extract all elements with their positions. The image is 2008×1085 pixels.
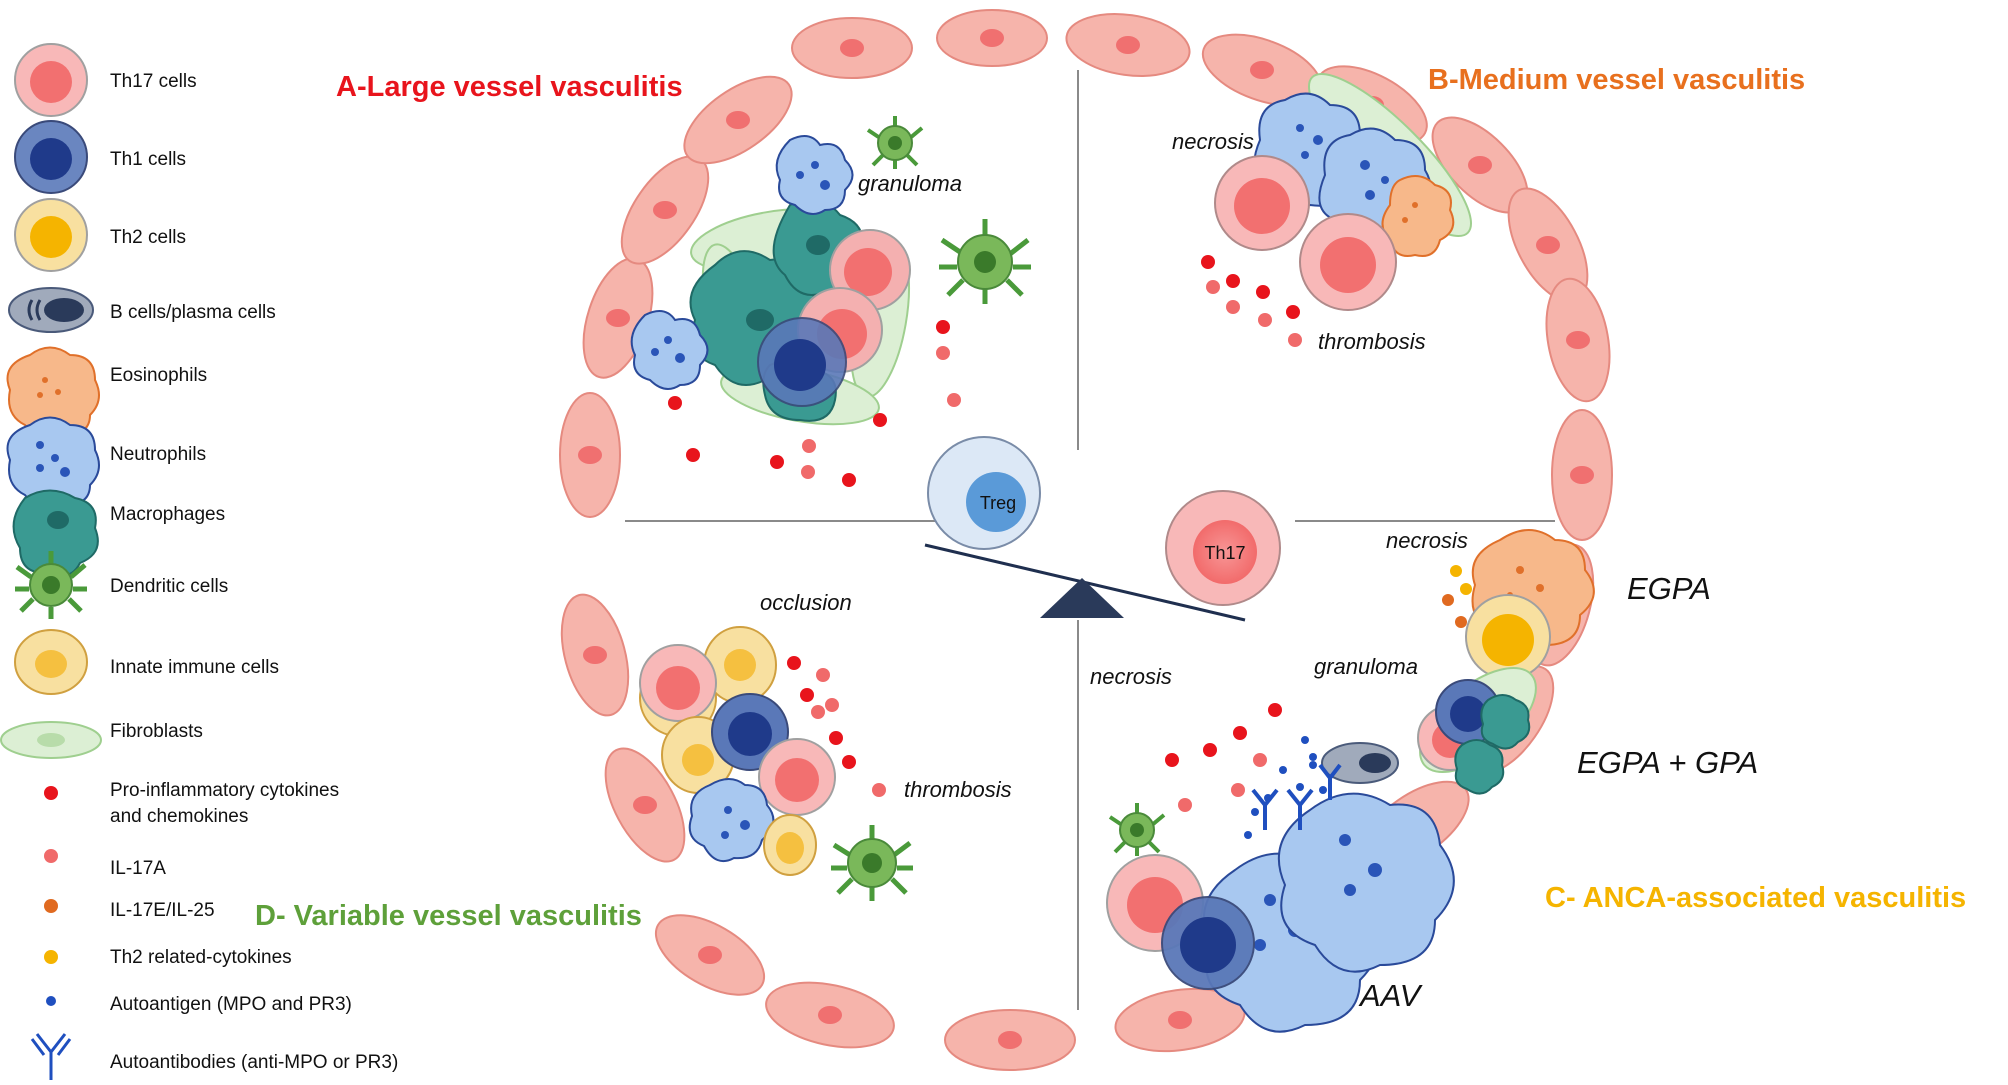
legend-eosinophils: Eosinophils xyxy=(6,346,207,440)
legend-il17a: IL-17A xyxy=(44,849,166,879)
legend-macrophages: Macrophages xyxy=(12,489,225,578)
annotation-thrombosis-d: thrombosis xyxy=(904,777,1012,802)
th17-label: Th17 xyxy=(1204,543,1245,563)
quadrant-dividers xyxy=(625,70,1555,1010)
legend-autoantigen: Autoantigen (MPO and PR3) xyxy=(46,994,352,1015)
legend-th17-label: Th17 cells xyxy=(110,71,197,92)
legend-innate: Innate immune cells xyxy=(14,629,279,695)
title-variable-vessel: D- Variable vessel vasculitis xyxy=(255,900,642,932)
quadrant-b-cells xyxy=(1214,72,1473,311)
legend-proinflam-label-2: and chemokines xyxy=(110,806,248,827)
treg-label: Treg xyxy=(980,493,1016,513)
legend-proinflam: Pro-inflammatory cytokines and chemokine… xyxy=(44,780,339,827)
annotation-necrosis-b: necrosis xyxy=(1172,129,1254,154)
legend-bcells-label: B cells/plasma cells xyxy=(110,302,276,323)
legend-fibroblasts: Fibroblasts xyxy=(0,721,203,759)
quadrant-c-cytokines xyxy=(1165,565,1472,839)
legend-th2cyt-label: Th2 related-cytokines xyxy=(110,947,292,968)
legend-th17: Th17 cells xyxy=(14,43,197,117)
title-large-vessel: A-Large vessel vasculitis xyxy=(336,71,683,103)
legend-bcells: B cells/plasma cells xyxy=(8,287,276,333)
legend-fibroblasts-label: Fibroblasts xyxy=(110,721,203,742)
balance-fulcrum xyxy=(1040,578,1124,618)
disease-egpa: EGPA xyxy=(1627,571,1711,606)
legend-autoantibodies-label: Autoantibodies (anti-MPO or PR3) xyxy=(110,1052,398,1073)
legend-il17e: IL-17E/IL-25 xyxy=(44,899,215,921)
quadrant-a-cells xyxy=(630,116,1031,426)
legend-th2-label: Th2 cells xyxy=(110,227,186,248)
legend-il17e-label: IL-17E/IL-25 xyxy=(110,900,215,921)
quadrant-a-cytokines xyxy=(668,320,961,487)
legend-proinflam-label-1: Pro-inflammatory cytokines xyxy=(110,780,339,801)
legend-autoantibodies: Autoantibodies (anti-MPO or PR3) xyxy=(30,1033,398,1080)
th17-cell: Th17 xyxy=(1165,490,1281,606)
title-anca-vasculitis: C- ANCA-associated vasculitis xyxy=(1545,882,1966,914)
annotation-necrosis-c1: necrosis xyxy=(1386,528,1468,553)
annotation-occlusion-d: occlusion xyxy=(760,590,852,615)
quadrant-d-cells xyxy=(639,626,913,901)
quadrant-c-cells xyxy=(1106,529,1595,1033)
legend-eosinophils-label: Eosinophils xyxy=(110,365,207,386)
legend-innate-label: Innate immune cells xyxy=(110,657,279,678)
quadrant-d-cytokines xyxy=(787,656,886,797)
legend-th2cyt: Th2 related-cytokines xyxy=(44,947,292,968)
legend-th1-label: Th1 cells xyxy=(110,149,186,170)
annotation-granuloma-c: granuloma xyxy=(1314,654,1418,679)
legend-autoantigen-label: Autoantigen (MPO and PR3) xyxy=(110,994,352,1015)
legend-dendritic-label: Dendritic cells xyxy=(110,576,228,597)
legend-th2: Th2 cells xyxy=(14,198,186,272)
title-medium-vessel: B-Medium vessel vasculitis xyxy=(1428,64,1805,96)
legend-th1: Th1 cells xyxy=(14,120,186,194)
legend-dendritic xyxy=(15,551,87,619)
annotation-necrosis-c2: necrosis xyxy=(1090,664,1172,689)
disease-aav: AAV xyxy=(1358,978,1424,1013)
legend-neutrophils-label: Neutrophils xyxy=(110,444,206,465)
legend-macrophages-label: Macrophages xyxy=(110,504,225,525)
annotation-granuloma-a: granuloma xyxy=(858,171,962,196)
treg-cell: Treg xyxy=(927,436,1041,550)
legend-il17a-label: IL-17A xyxy=(110,858,166,879)
disease-egpa-gpa: EGPA + GPA xyxy=(1577,745,1758,780)
treg-th17-balance: Treg Th17 xyxy=(924,436,1281,622)
legend: Th17 cells Th1 cells Th2 cells B cells/p… xyxy=(0,43,398,1080)
annotation-thrombosis-b: thrombosis xyxy=(1318,329,1426,354)
quadrant-b-cytokines xyxy=(1201,255,1302,347)
